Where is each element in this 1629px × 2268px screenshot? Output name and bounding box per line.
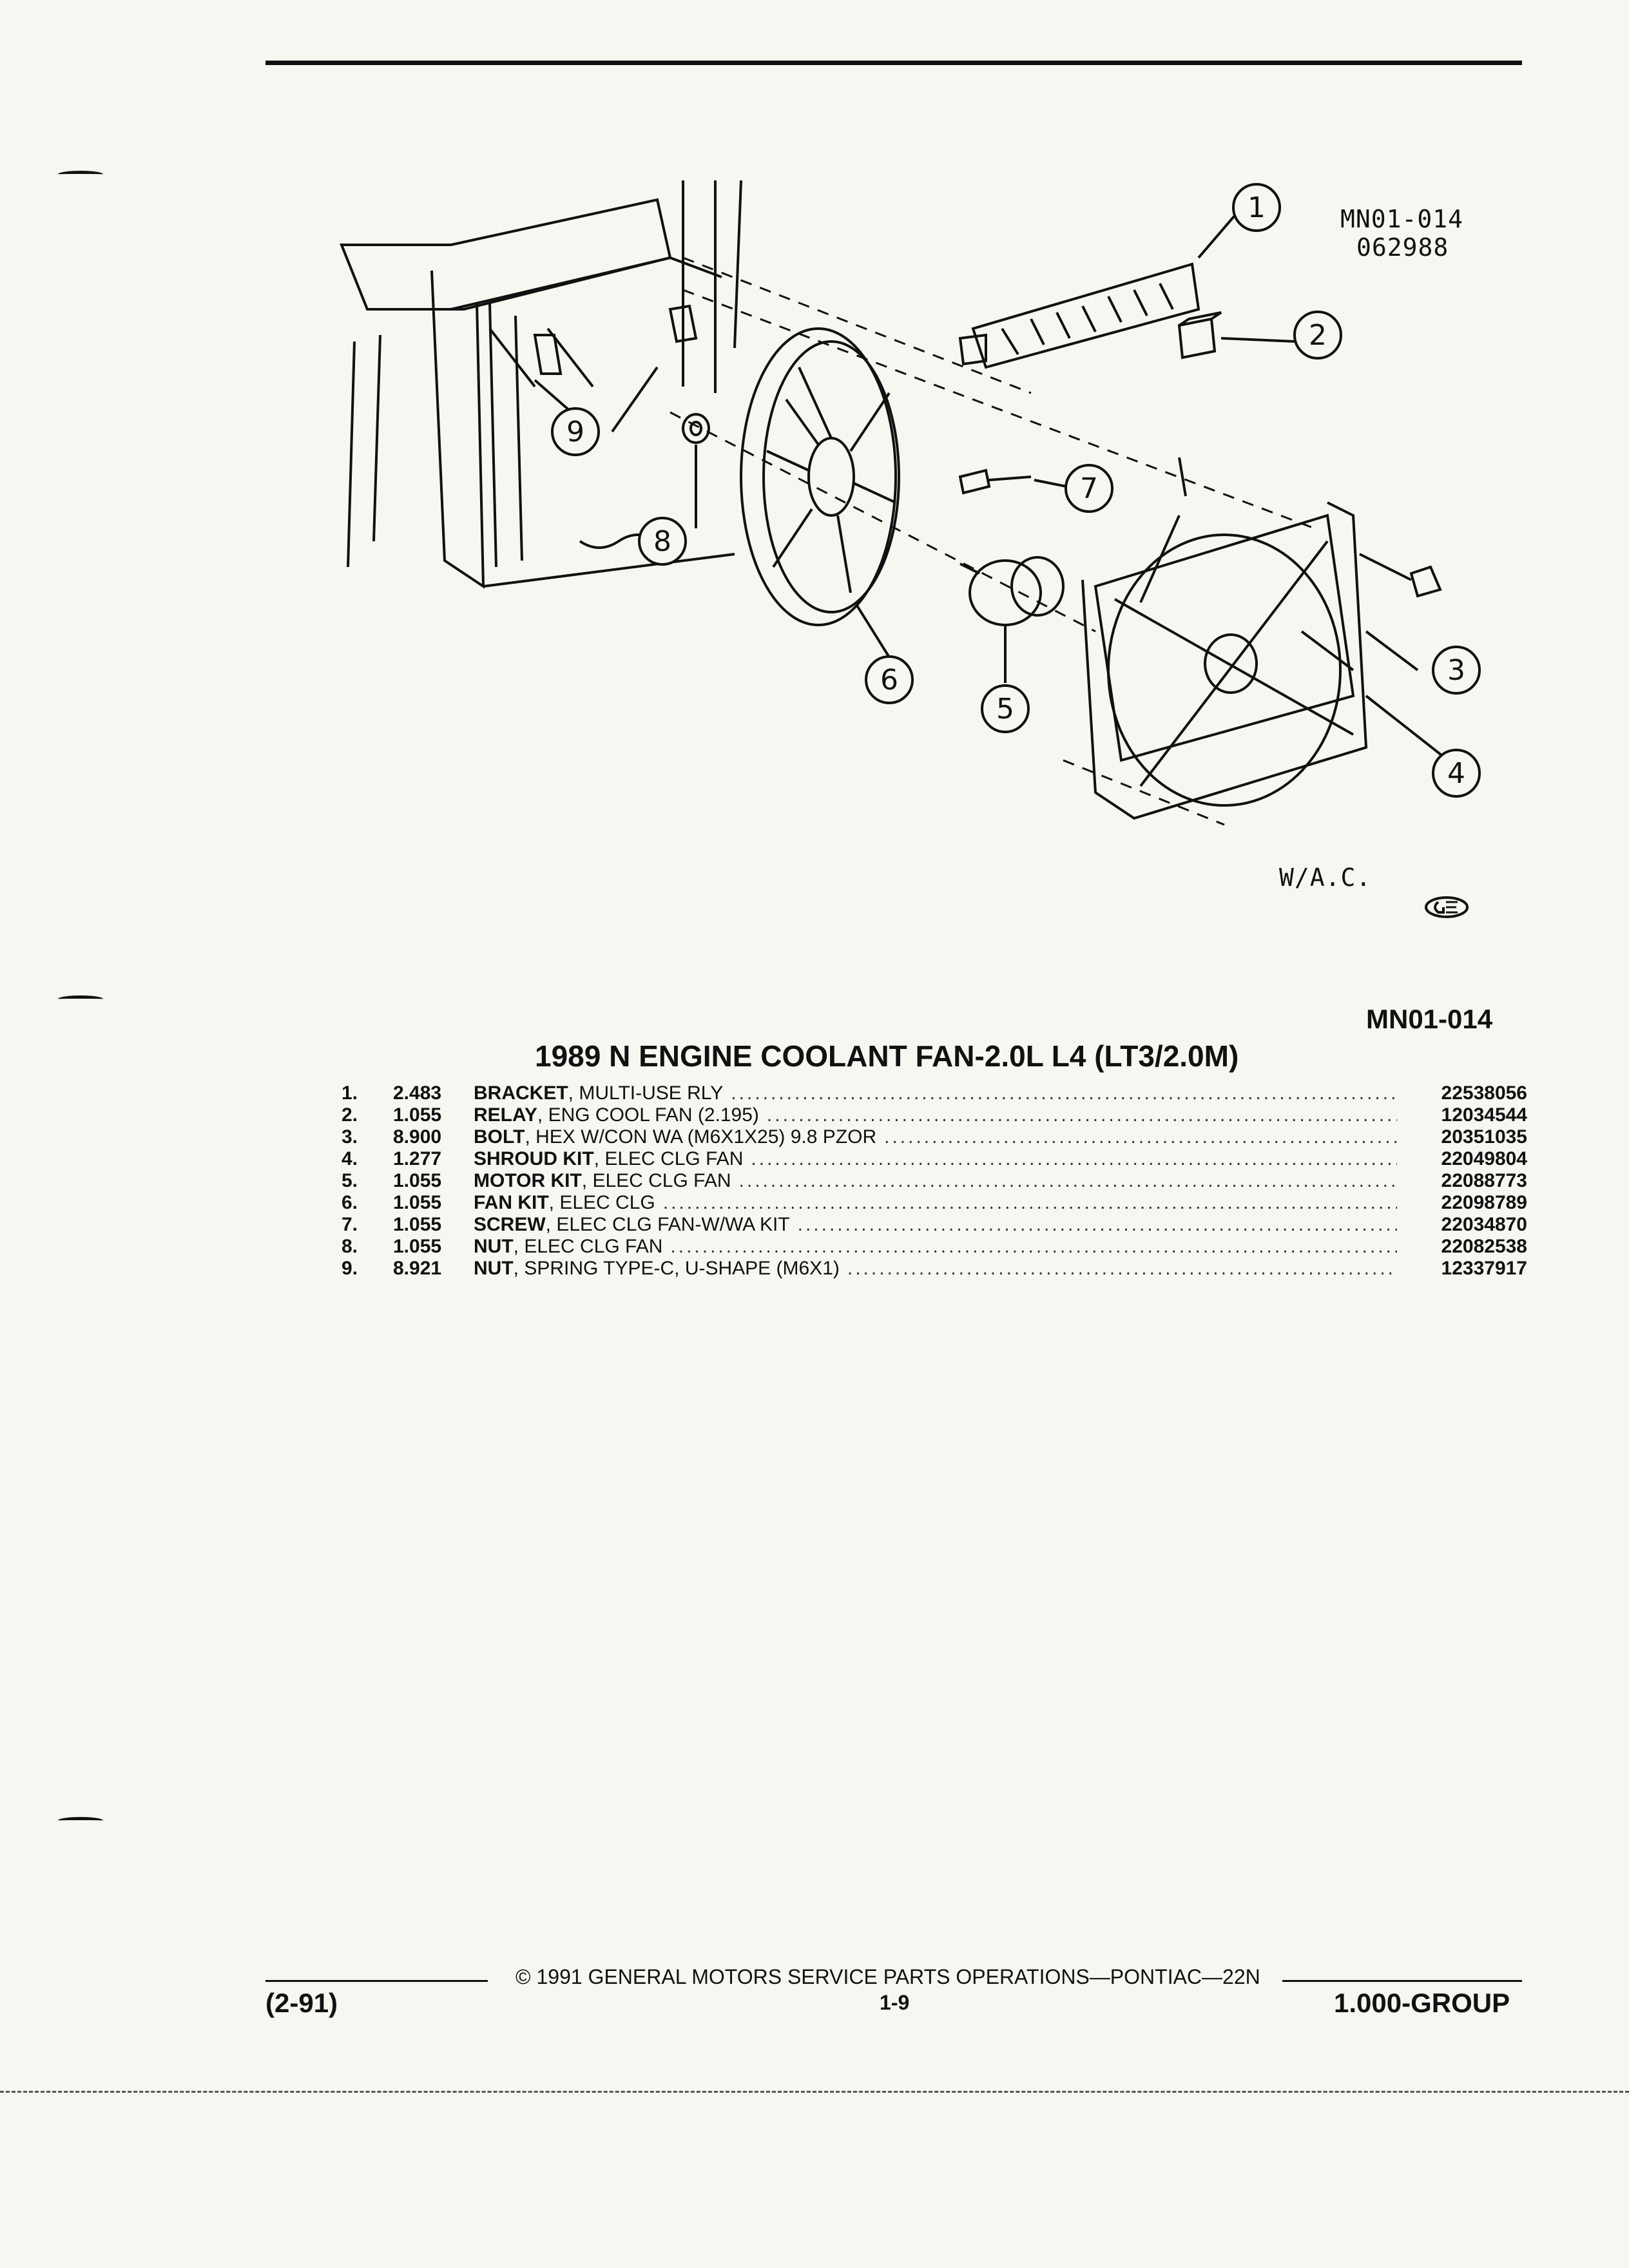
list-item: 3.8.900 BOLT, HEX W/CON WA (M6X1X25) 9.8… [342, 1126, 1527, 1148]
callout-3: 3 [1432, 646, 1481, 695]
callout-1: 1 [1232, 183, 1281, 232]
motor-part [959, 556, 1065, 626]
svg-text:8: 8 [653, 525, 671, 558]
page-title: 1989 N ENGINE COOLANT FAN-2.0L L4 (LT3/2… [535, 1039, 1239, 1073]
svg-text:7: 7 [1080, 472, 1098, 505]
screw-part [958, 468, 1032, 495]
callout-9: 9 [551, 407, 600, 456]
margin-mark [58, 1817, 103, 1824]
diagram-note: W/A.C. [1279, 863, 1372, 892]
svg-text:1: 1 [1248, 191, 1266, 224]
svg-text:2: 2 [1309, 319, 1327, 352]
callout-2: 2 [1293, 311, 1342, 360]
exploded-view-diagram: 1 2 3 4 5 6 7 8 9 [340, 180, 1481, 826]
page-number: 1-9 [880, 1991, 910, 2014]
top-rule [265, 61, 1522, 65]
svg-text:3: 3 [1447, 654, 1465, 687]
bottom-rule [0, 2091, 1629, 2093]
shroud-part [1081, 501, 1368, 820]
list-item: 5.1.055 MOTOR KIT, ELEC CLG FAN ........… [342, 1170, 1527, 1191]
margin-mark [58, 995, 103, 1003]
svg-text:9: 9 [566, 416, 584, 448]
diagram-code: MN01-014 [1340, 205, 1464, 233]
bolt-part [1359, 553, 1442, 598]
callout-5: 5 [981, 684, 1030, 733]
list-item: 1.2.483 BRACKET, MULTI-USE RLY .........… [342, 1082, 1527, 1104]
list-item: 9.8.921 NUT, SPRING TYPE-C, U-SHAPE (M6X… [342, 1258, 1527, 1279]
page-code: MN01-014 [1366, 1004, 1493, 1034]
parts-list: 1.2.483 BRACKET, MULTI-USE RLY .........… [342, 1082, 1527, 1280]
footer-rule-right [1282, 1980, 1522, 1982]
list-item: 7.1.055 SCREW, ELEC CLG FAN-W/WA KIT ...… [342, 1214, 1527, 1235]
svg-text:6: 6 [880, 664, 898, 697]
diagram-date: 062988 [1356, 233, 1449, 262]
bracket-part [958, 262, 1200, 369]
footer-group: 1.000-GROUP [1334, 1988, 1510, 2018]
svg-text:4: 4 [1447, 757, 1465, 790]
list-item: 6.1.055 FAN KIT, ELEC CLG ..............… [342, 1192, 1527, 1213]
list-item: 4.1.277 SHROUD KIT, ELEC CLG FAN .......… [342, 1148, 1527, 1169]
footer-copyright: © 1991 GENERAL MOTORS SERVICE PARTS OPER… [516, 1965, 1260, 1988]
svg-text:5: 5 [996, 693, 1014, 726]
gm-logo-icon [1425, 896, 1469, 918]
callout-6: 6 [865, 655, 914, 704]
relay-part [1177, 311, 1222, 360]
callout-4: 4 [1432, 749, 1481, 798]
callout-7: 7 [1065, 464, 1113, 513]
footer-rule-left [265, 1980, 488, 1982]
list-item: 2.1.055 RELAY, ENG COOL FAN (2.195) ....… [342, 1104, 1527, 1126]
fan-blade [740, 327, 900, 626]
footer-revision: (2-91) [265, 1988, 338, 2018]
list-item: 8.1.055 NUT, ELEC CLG FAN ..............… [342, 1236, 1527, 1257]
callout-8: 8 [638, 517, 687, 566]
margin-mark [58, 171, 103, 178]
